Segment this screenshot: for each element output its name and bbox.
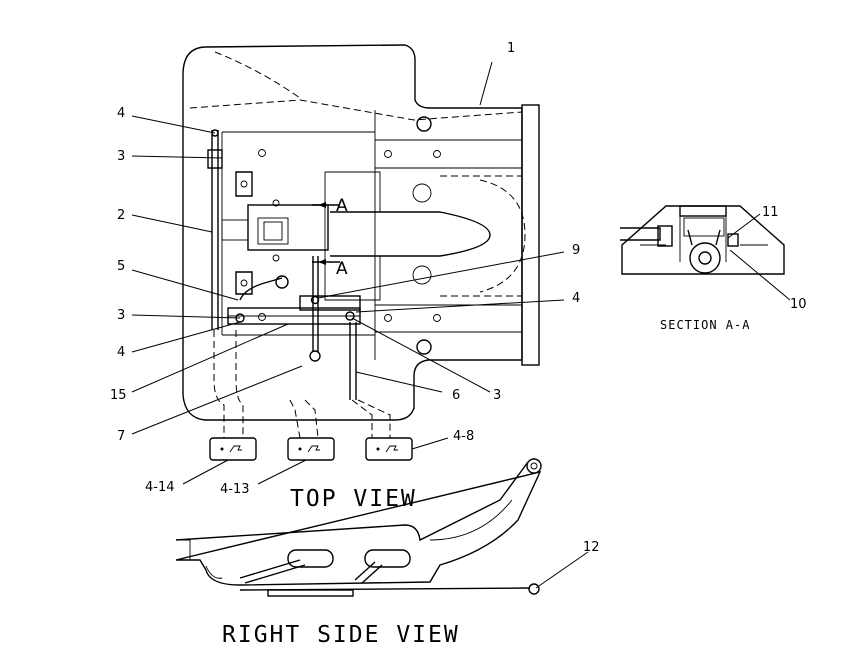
callout-3-right: 3	[493, 388, 501, 403]
callout-10: 10	[790, 297, 807, 312]
callout-7: 7	[117, 429, 125, 444]
callout-labels: 1 4 3 2 5 3 4 15 7 9 4 6 3 11 10 12 4-14…	[110, 41, 807, 555]
rear-bar	[521, 104, 540, 366]
center-rail	[330, 211, 491, 257]
callout-5: 5	[117, 259, 125, 274]
section-a-a	[620, 205, 785, 275]
section-marker-upper: A	[336, 196, 348, 216]
callout-4-right: 4	[572, 291, 580, 306]
top-contour	[214, 51, 301, 99]
right-side-view	[175, 458, 542, 597]
callout-3-upper: 3	[117, 149, 125, 164]
top-view-title: TOP VIEW	[290, 486, 417, 512]
callout-1: 1	[507, 41, 515, 56]
callout-4-13: 4-13	[220, 482, 250, 497]
right-side-view-title: RIGHT SIDE VIEW	[222, 622, 460, 648]
callout-12: 12	[583, 540, 600, 555]
callout-9: 9	[572, 243, 580, 258]
upper-contour	[189, 99, 523, 121]
callout-4-14: 4-14	[145, 480, 175, 495]
callout-4-8: 4-8	[453, 429, 474, 444]
pedal-link-3	[351, 399, 373, 438]
callout-2: 2	[117, 208, 125, 223]
top-view: A A	[182, 44, 540, 461]
callout-3-left: 3	[117, 308, 125, 323]
section-title: SECTION A-A	[660, 318, 750, 332]
pedal-link-2	[289, 399, 301, 439]
section-marker-lower: A	[336, 259, 348, 279]
callout-6: 6	[452, 388, 460, 403]
pedal-link-1	[213, 330, 225, 438]
pedal-4-14	[209, 437, 257, 461]
callout-4-upper: 4	[117, 106, 125, 121]
pedal-4-8	[365, 437, 413, 461]
callout-11: 11	[762, 205, 779, 220]
pedal-4-13	[287, 437, 335, 461]
callout-4-left: 4	[117, 345, 125, 360]
callout-15: 15	[110, 388, 127, 403]
seat-outline	[182, 44, 523, 421]
